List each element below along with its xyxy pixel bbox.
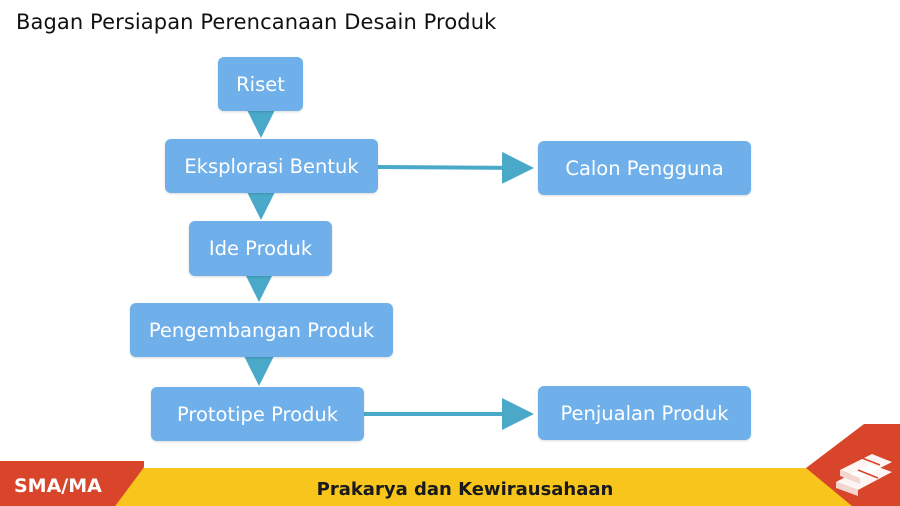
node-penjualan-produk: Penjualan Produk <box>538 386 751 440</box>
book-stack-icon <box>806 424 900 506</box>
footer-level-label: SMA/MA <box>14 475 102 497</box>
footer-bar <box>0 468 900 506</box>
arrow-eksplorasi-to-calon <box>377 151 534 184</box>
footer-level-tab <box>0 461 144 506</box>
node-eksplorasi-bentuk: Eksplorasi Bentuk <box>165 139 378 193</box>
node-calon-pengguna: Calon Pengguna <box>538 141 751 195</box>
footer-subject-label: Prakarya dan Kewirausahaan <box>316 479 614 500</box>
node-ide-produk: Ide Produk <box>189 221 332 276</box>
diagram-title: Bagan Persiapan Perencanaan Desain Produ… <box>16 10 497 34</box>
node-pengembangan-produk: Pengembangan Produk <box>130 303 393 357</box>
node-prototipe-produk: Prototipe Produk <box>151 387 364 441</box>
node-riset: Riset <box>218 57 303 111</box>
